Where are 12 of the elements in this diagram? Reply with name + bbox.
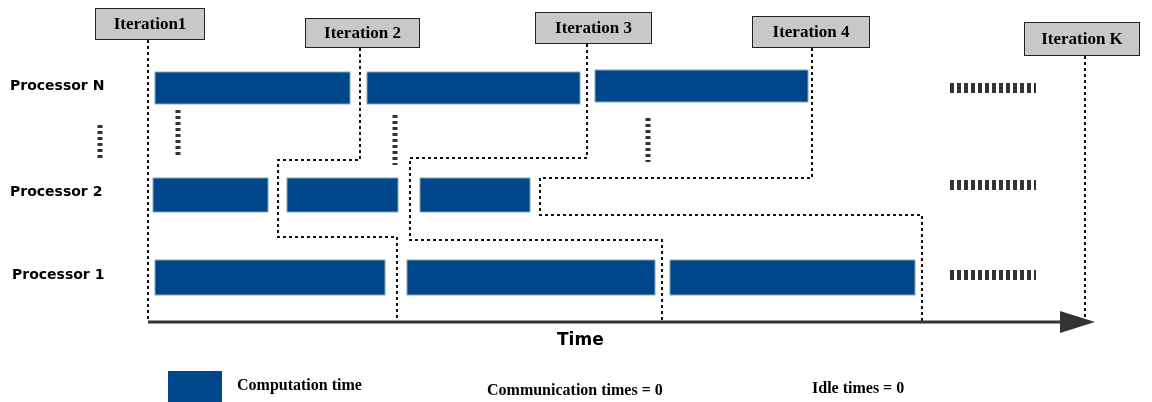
iteration-label: Iteration 2: [305, 18, 420, 48]
legend-label: Computation time: [237, 376, 362, 394]
iteration-label: Iteration 3: [535, 12, 652, 44]
processor-label: Processor 2: [10, 183, 103, 199]
iteration-label: Iteration K: [1024, 22, 1140, 56]
note: Communication times = 0: [487, 381, 663, 399]
iteration-label: Iteration1: [95, 8, 205, 40]
processor-label: Processor 1: [12, 266, 105, 282]
axis-label: Time: [557, 329, 604, 349]
processor-label: Processor N: [10, 77, 105, 93]
iteration-label: Iteration 4: [752, 16, 870, 48]
note: Idle times = 0: [812, 379, 905, 397]
